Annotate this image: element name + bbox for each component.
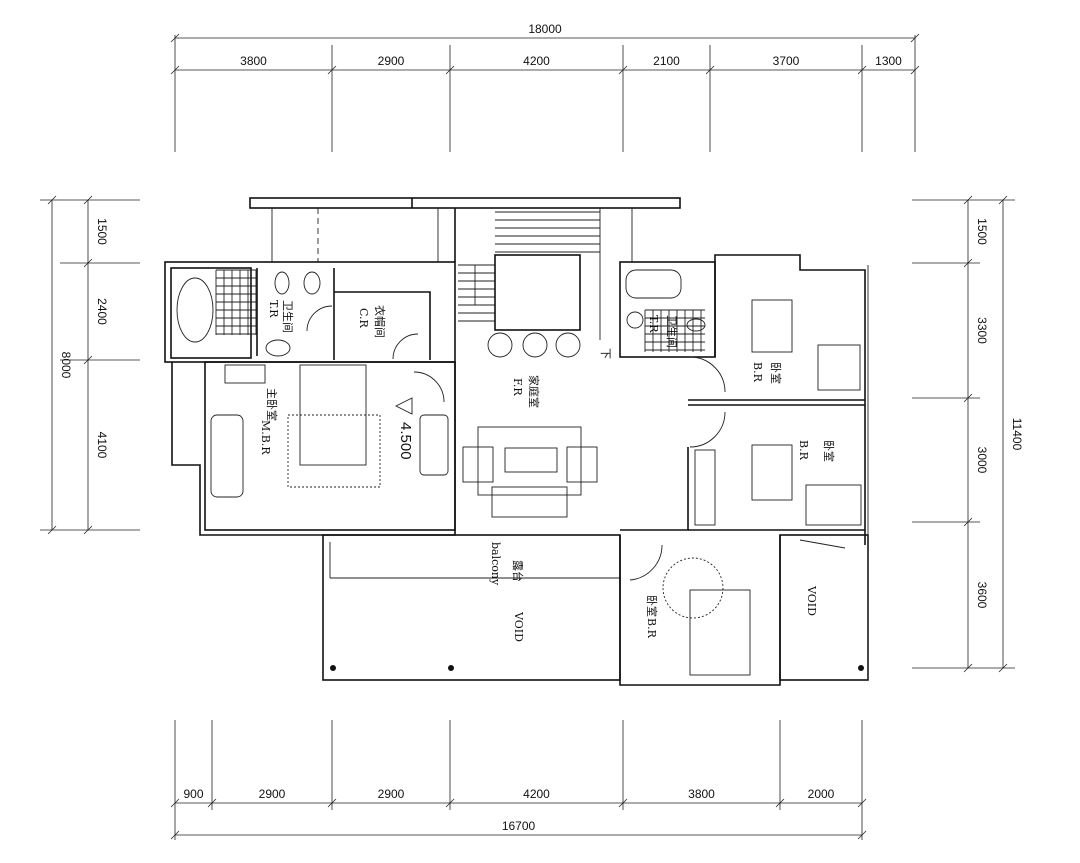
dim-top-tick <box>857 65 867 75</box>
dim-right-tick <box>963 663 973 673</box>
label-family-room-cn: 家庭室 <box>527 375 541 408</box>
label-balcony-cn: 露台 <box>511 560 525 582</box>
dim-bottom-tick <box>445 798 455 808</box>
dim-bottom-total-tick <box>170 830 180 840</box>
label-bedroom-s-en: B.R <box>645 618 658 639</box>
staircase <box>458 208 601 340</box>
dim-right-total-label: 11400 <box>1010 418 1024 451</box>
label-stair-down: 下 <box>599 348 612 359</box>
label-toilet-right-en: T.R <box>647 315 660 333</box>
dim-left-tick <box>83 195 93 205</box>
dim-right-label: 3000 <box>975 447 989 474</box>
dimension-lines: 18000 3800 2900 4200 2100 3700 1300 900 2900 2900… <box>40 22 1024 840</box>
label-toilet-left-cn: 卫生间 <box>281 300 295 333</box>
label-balcony-en: balcony <box>489 542 502 586</box>
bed-ne <box>751 299 793 353</box>
dim-bottom-tick <box>618 798 628 808</box>
dim-top-label: 4200 <box>523 54 550 68</box>
walls <box>164 197 869 686</box>
label-void-right: VOID <box>805 585 818 616</box>
label-toilet-right-cn: 卫生间 <box>665 315 679 348</box>
dim-top-label: 3800 <box>240 54 267 68</box>
chaise <box>210 414 244 498</box>
label-void-left: VOID <box>512 611 525 642</box>
dim-bottom-tick <box>207 798 217 808</box>
dim-left-label: 4100 <box>95 432 109 459</box>
dim-left-label: 2400 <box>95 298 109 325</box>
dim-right-tick <box>963 393 973 403</box>
dim-top-tick <box>910 65 920 75</box>
dim-top-label: 2900 <box>378 54 405 68</box>
tile-grid-right <box>644 309 705 352</box>
label-master-bedroom-en: M.B.R <box>259 420 272 455</box>
bathtub <box>176 277 214 343</box>
dim-bottom-tick <box>327 798 337 808</box>
label-cloakroom-en: C.R <box>357 308 370 329</box>
dim-top-label: 3700 <box>773 54 800 68</box>
dim-left-total-tick <box>47 195 57 205</box>
dim-right-label: 3300 <box>975 317 989 344</box>
dim-top-tick <box>618 65 628 75</box>
dim-top-total-tick <box>910 33 920 43</box>
dim-top-total-label: 18000 <box>528 22 562 36</box>
label-cloakroom-cn: 衣帽间 <box>373 305 387 338</box>
dim-bottom-label: 2900 <box>259 787 286 801</box>
dim-right-tick <box>963 517 973 527</box>
dim-left-label: 1500 <box>95 218 109 245</box>
dim-top-tick <box>170 65 180 75</box>
dim-left-tick <box>83 258 93 268</box>
label-bedroom-e-en: B.R <box>797 440 810 461</box>
dim-left-total-label: 8000 <box>59 352 73 379</box>
dim-bottom-label: 2000 <box>808 787 835 801</box>
dim-top-total-tick <box>170 33 180 43</box>
armchair <box>419 414 449 476</box>
dim-top-label: 1300 <box>875 54 902 68</box>
dim-right-tick <box>963 258 973 268</box>
bed-e <box>751 444 793 501</box>
label-family-room-en: F.R <box>511 378 524 396</box>
dim-right-tick <box>963 195 973 205</box>
dim-bottom-label: 4200 <box>523 787 550 801</box>
dim-top-label: 2100 <box>653 54 680 68</box>
dim-top-tick <box>445 65 455 75</box>
toilet <box>274 271 290 295</box>
dim-left-tick <box>83 525 93 535</box>
room-labels: 卫生间 T.R 衣帽间 C.R 主卧室 M.B.R 4.500 家庭室 F.R … <box>259 300 836 642</box>
dim-right-label: 1500 <box>975 218 989 245</box>
dim-bottom-tick <box>857 798 867 808</box>
dim-bottom-tick <box>775 798 785 808</box>
dim-right-total-tick <box>998 663 1008 673</box>
dim-right-total-tick <box>998 195 1008 205</box>
dim-bottom-label: 2900 <box>378 787 405 801</box>
label-master-bedroom-cn: 主卧室 <box>265 388 279 421</box>
label-bedroom-e-cn: 卧室 <box>822 440 836 462</box>
dim-bottom-label: 3800 <box>688 787 715 801</box>
label-bedroom-s-cn: 卧室 <box>645 595 659 617</box>
label-bedroom-ne-cn: 卧室 <box>769 362 783 384</box>
label-toilet-left-en: T.R <box>267 300 280 318</box>
sink <box>265 339 291 357</box>
dim-right-label: 3600 <box>975 582 989 609</box>
dim-bottom-label: 900 <box>183 787 203 801</box>
dim-bottom-tick <box>170 798 180 808</box>
sofa-set <box>477 426 582 496</box>
dim-top-tick <box>327 65 337 75</box>
level-mark: 4.500 <box>397 422 414 460</box>
dim-bottom-total-label: 16700 <box>502 819 536 833</box>
label-bedroom-ne-en: B.R <box>751 362 764 383</box>
dim-left-total-tick <box>47 525 57 535</box>
dim-bottom-total-tick <box>857 830 867 840</box>
dim-top-tick <box>705 65 715 75</box>
bed-s <box>689 589 751 676</box>
bathtub-right <box>625 269 682 299</box>
tile-grid-left <box>215 269 257 335</box>
dim-left-tick <box>83 355 93 365</box>
